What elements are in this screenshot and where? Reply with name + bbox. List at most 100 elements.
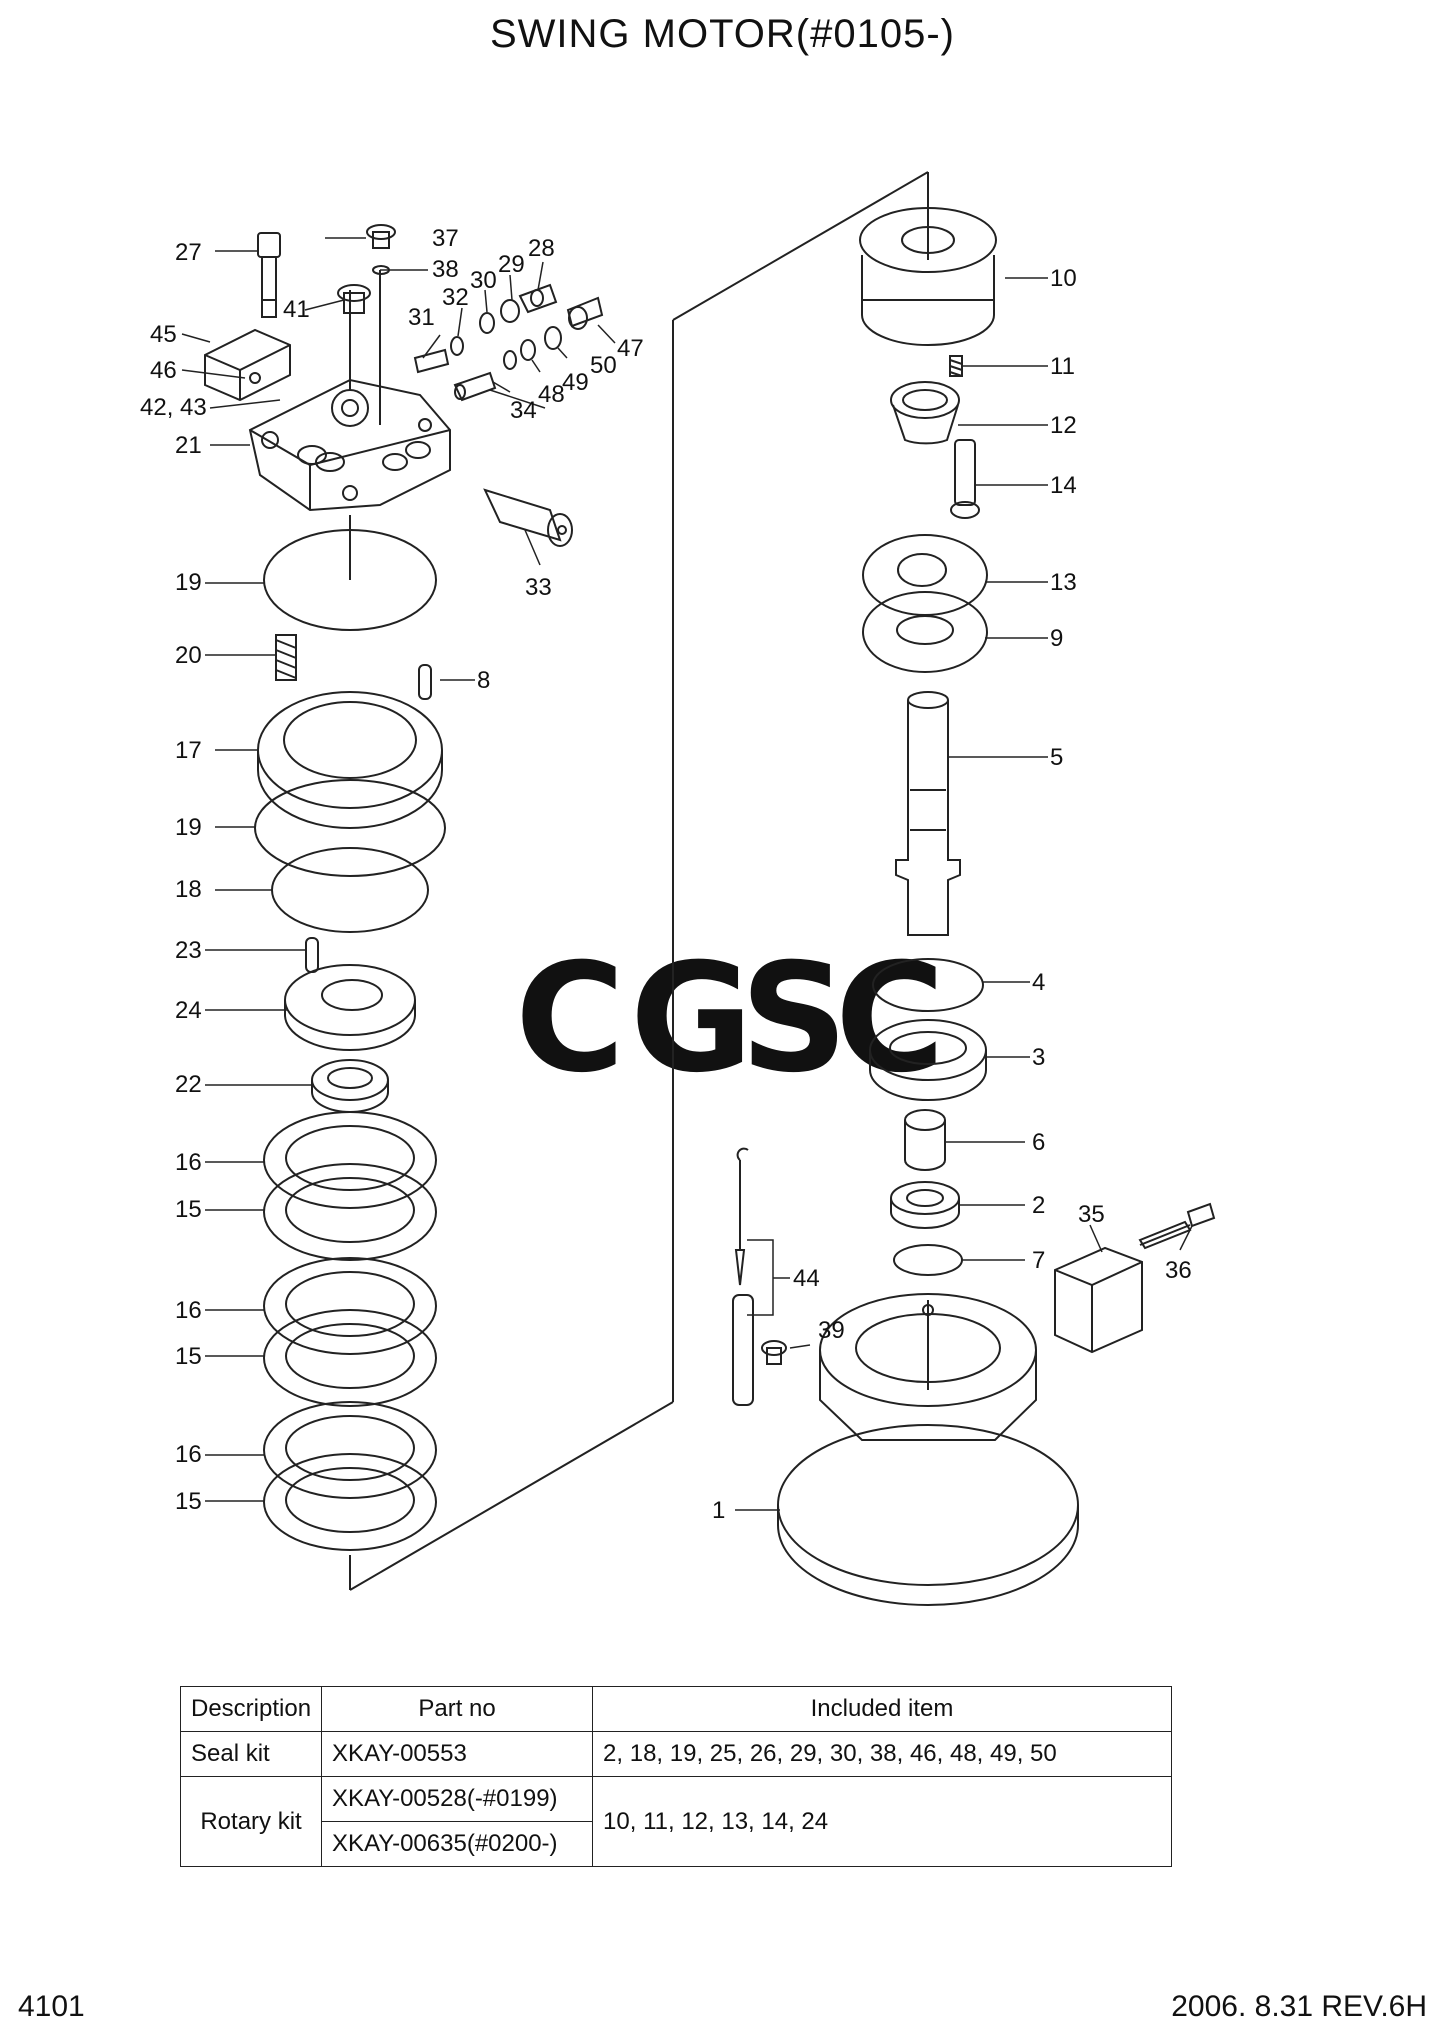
callout-4: 4 [1032,969,1045,996]
watermark-letter-c2: C [835,932,945,1106]
callout-8: 8 [477,667,490,694]
callout-42-43: 42, 43 [140,394,207,421]
kit-table-header-row: Description Part no Included item [179,1686,1172,1732]
o-ring-19-top [263,529,437,631]
small-parts-top [413,283,604,402]
callout-7: 7 [1032,1247,1045,1274]
callout-1: 1 [712,1497,725,1524]
spring-20 [275,634,297,681]
callout-28: 28 [528,235,555,262]
plug-41 [337,284,371,314]
piston-14 [950,439,980,519]
callout-24: 24 [175,997,202,1024]
callout-15-b: 15 [175,1343,202,1370]
seal-kit-description: Seal kit [179,1731,323,1777]
o-ring-19-lower [254,779,446,877]
rotary-kit-description: Rotary kit [179,1776,323,1867]
valve-cover-21 [248,378,451,512]
callout-16-b: 16 [175,1297,202,1324]
plug-37 [366,224,396,275]
callout-31: 31 [408,304,435,331]
callout-9: 9 [1050,625,1063,652]
callout-15-a: 15 [175,1196,202,1223]
ball-guide-12 [890,381,960,445]
table-row: XKAY-00635(#0200-) [181,1821,1172,1867]
callout-46: 46 [150,357,177,384]
spool-33 [483,488,573,547]
callout-2: 2 [1032,1192,1045,1219]
watermark-letter-c: C [515,932,625,1106]
callout-34: 34 [510,397,537,424]
callout-10: 10 [1050,265,1077,292]
revision-date: 2006. 8.31 REV.6H [1171,1990,1427,2023]
callout-27: 27 [175,239,202,266]
callout-30: 30 [470,267,497,294]
bolt-27 [257,232,281,318]
shoe-plate-9 [862,591,988,673]
callout-39: 39 [818,1317,845,1344]
callout-12: 12 [1050,412,1077,439]
table-row: Rotary kit XKAY-00528(-#0199) 10, 11, 12… [179,1776,1172,1867]
callout-11: 11 [1050,353,1075,380]
callout-19-top: 19 [175,569,202,596]
callout-49: 49 [562,369,589,396]
spring-11 [949,355,963,377]
bolt-36 [1138,1202,1216,1250]
watermark: C G S C [515,932,945,1106]
pin-8 [418,664,432,700]
rotary-kit-part-no-2: XKAY-00635(#0200-) [321,1821,594,1867]
level-gauge-44 [732,1147,754,1406]
snap-ring-4 [872,958,984,1012]
brake-piston-17 [257,691,443,829]
callout-20: 20 [175,642,202,669]
callout-50: 50 [590,352,617,379]
callout-38: 38 [432,256,459,283]
bushing-6 [904,1109,946,1171]
callout-16-a: 16 [175,1149,202,1176]
callout-29: 29 [498,251,525,278]
page-title: SWING MOTOR(#0105-) [490,12,955,56]
plug-39 [761,1340,787,1365]
header-description: Description [179,1686,323,1732]
page-number: 4101 [18,1990,85,2023]
callout-3: 3 [1032,1044,1045,1071]
callout-48: 48 [538,381,565,408]
seal-kit-items: 2, 18, 19, 25, 26, 29, 30, 38, 46, 48, 4… [592,1731,1172,1777]
callout-36: 36 [1165,1257,1192,1284]
callout-37: 37 [432,225,459,252]
roller-bearing-3 [869,1019,987,1101]
header-included-item: Included item [592,1686,1172,1732]
callout-33: 33 [525,574,552,601]
frame-lines [349,171,929,1591]
kit-table: Description Part no Included item Seal k… [179,1686,1172,1867]
snap-ring-7 [893,1244,963,1276]
plate-24 [284,964,416,1051]
callout-23: 23 [175,937,202,964]
leader-lines [181,237,1193,1511]
bearing-22 [311,1059,389,1113]
callout-21: 21 [175,432,202,459]
callout-5: 5 [1050,744,1063,771]
header-part-no: Part no [321,1686,594,1732]
callout-18: 18 [175,876,202,903]
callout-14: 14 [1050,472,1077,499]
callout-17: 17 [175,737,202,764]
callout-labels: 27 37 38 41 45 46 42, 43 21 19 20 8 17 1… [140,225,1192,1524]
callout-41: 41 [283,296,310,323]
callout-45: 45 [150,321,177,348]
table-row: Seal kit XKAY-00553 2, 18, 19, 25, 26, 2… [179,1731,1172,1777]
callout-16-c: 16 [175,1441,202,1468]
pin-23 [305,937,319,973]
callout-15-c: 15 [175,1488,202,1515]
callout-13: 13 [1050,569,1077,596]
cylinder-block-10 [859,207,997,346]
relief-valve-35 [1054,1246,1143,1354]
rotary-kit-part-no-1: XKAY-00528(-#0199) [321,1776,594,1822]
drive-shaft-5 [895,691,961,936]
o-ring-18 [271,847,429,933]
friction-plates [263,1111,437,1551]
watermark-letter-s: S [740,932,848,1106]
callout-35: 35 [1078,1201,1105,1228]
watermark-letter-g: G [630,932,753,1106]
